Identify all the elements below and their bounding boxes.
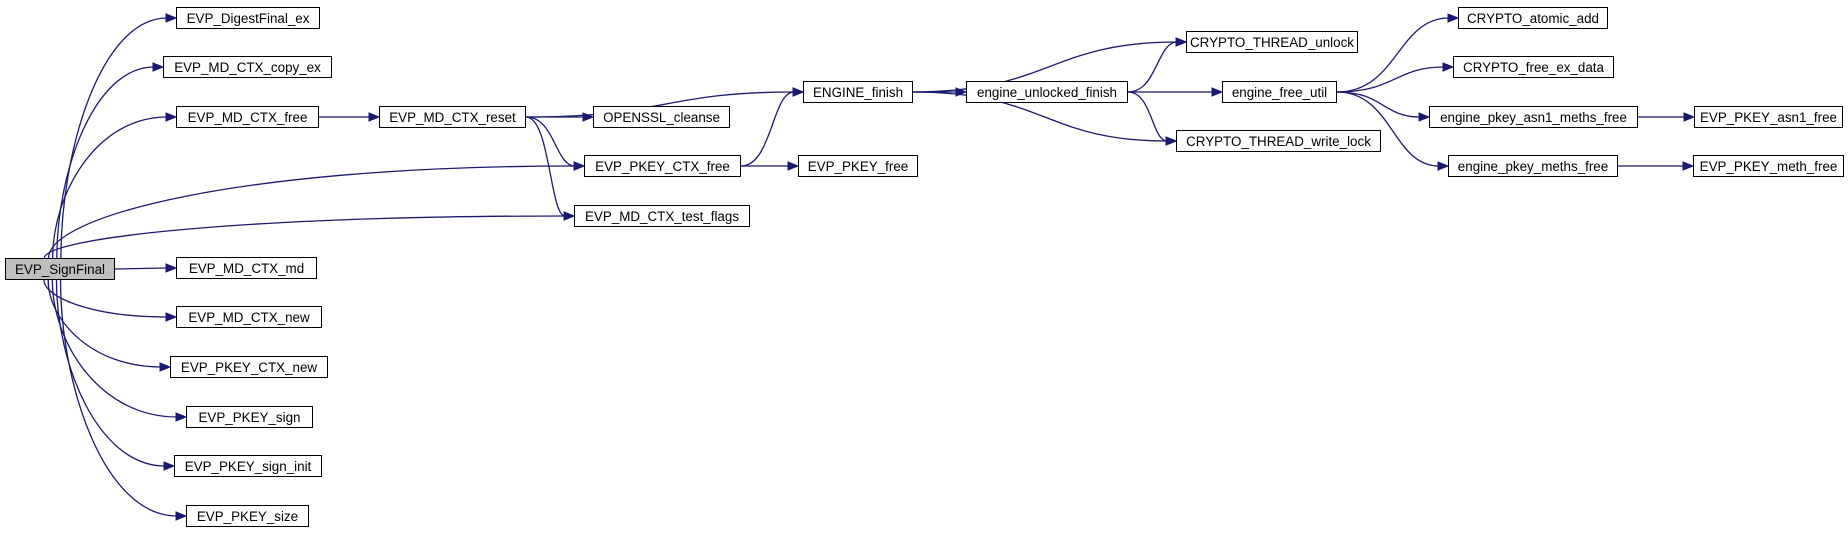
edge-sign-final-to-digest-final-ex xyxy=(60,17,168,259)
node-md-ctx-new[interactable]: EVP_MD_CTX_new xyxy=(176,306,322,328)
edge-sign-final-to-md-ctx-md xyxy=(114,267,168,270)
edge-md-ctx-reset-to-engine-finish xyxy=(525,91,795,118)
arrowhead-icon xyxy=(1442,62,1455,72)
edge-md-ctx-reset-to-md-ctx-test-flags xyxy=(525,116,566,217)
edge-engine-unlocked-finish-to-crypto-thread-write-lock xyxy=(1127,91,1168,142)
arrowhead-icon xyxy=(1175,37,1188,47)
node-pkey-asn1-free[interactable]: EVP_PKEY_asn1_free xyxy=(1694,106,1843,128)
edge-sign-final-to-md-ctx-free xyxy=(52,116,168,259)
arrowhead-icon xyxy=(165,263,178,273)
edge-engine-free-util-to-engine-pkey-meths-free xyxy=(1336,91,1440,167)
node-crypto-thread-unlock[interactable]: CRYPTO_THREAD_unlock xyxy=(1186,31,1358,53)
edge-sign-final-to-pkey-ctx-free xyxy=(47,165,576,259)
arrowhead-icon xyxy=(1165,136,1178,146)
node-engine-pkey-asn1-meths-free[interactable]: engine_pkey_asn1_meths_free xyxy=(1429,106,1638,128)
arrowhead-icon xyxy=(165,312,178,322)
node-pkey-ctx-free[interactable]: EVP_PKEY_CTX_free xyxy=(584,155,741,177)
arrowhead-icon xyxy=(792,87,805,97)
edge-sign-final-to-md-ctx-test-flags xyxy=(43,215,566,259)
node-pkey-meth-free[interactable]: EVP_PKEY_meth_free xyxy=(1693,155,1844,177)
node-openssl-cleanse[interactable]: OPENSSL_cleanse xyxy=(593,106,730,128)
edge-sign-final-to-pkey-size xyxy=(59,279,178,517)
arrowhead-icon xyxy=(573,161,586,171)
arrowhead-icon xyxy=(1437,161,1450,171)
edge-pkey-ctx-free-to-engine-finish xyxy=(740,91,795,167)
edge-md-ctx-reset-to-pkey-ctx-free xyxy=(525,116,576,167)
edge-sign-final-to-pkey-sign-init xyxy=(55,279,166,467)
arrowhead-icon xyxy=(1683,112,1696,122)
edge-sign-final-to-pkey-sign xyxy=(51,279,178,418)
node-md-ctx-copy-ex[interactable]: EVP_MD_CTX_copy_ex xyxy=(163,56,332,78)
node-engine-free-util[interactable]: engine_free_util xyxy=(1222,81,1337,103)
node-engine-unlocked-finish[interactable]: engine_unlocked_finish xyxy=(966,81,1128,103)
node-pkey-free[interactable]: EVP_PKEY_free xyxy=(798,155,918,177)
node-sign-final: EVP_SignFinal xyxy=(5,258,115,280)
arrowhead-icon xyxy=(165,112,178,122)
arrowhead-icon xyxy=(1447,13,1460,23)
arrowhead-icon xyxy=(163,461,176,471)
node-md-ctx-reset[interactable]: EVP_MD_CTX_reset xyxy=(379,106,526,128)
node-crypto-thread-write-lock[interactable]: CRYPTO_THREAD_write_lock xyxy=(1176,130,1381,152)
edge-engine-free-util-to-engine-pkey-asn1-meths-free xyxy=(1336,91,1421,118)
edge-engine-free-util-to-crypto-atomic-add xyxy=(1336,17,1450,93)
edge-engine-finish-to-crypto-thread-write-lock xyxy=(912,91,1168,142)
edge-sign-final-to-pkey-ctx-new xyxy=(47,279,162,368)
arrowhead-icon xyxy=(165,13,178,23)
arrowhead-icon xyxy=(152,62,165,72)
node-crypto-atomic-add[interactable]: CRYPTO_atomic_add xyxy=(1458,7,1608,29)
arrowhead-icon xyxy=(159,362,172,372)
arrowhead-icon xyxy=(1418,112,1431,122)
edge-engine-unlocked-finish-to-crypto-thread-unlock xyxy=(1127,41,1178,93)
node-pkey-sign[interactable]: EVP_PKEY_sign xyxy=(186,406,313,428)
edge-sign-final-to-md-ctx-new xyxy=(43,279,168,318)
node-md-ctx-test-flags[interactable]: EVP_MD_CTX_test_flags xyxy=(574,205,750,227)
node-engine-pkey-meths-free[interactable]: engine_pkey_meths_free xyxy=(1448,155,1618,177)
node-pkey-ctx-new[interactable]: EVP_PKEY_CTX_new xyxy=(170,356,328,378)
node-crypto-free-ex-data[interactable]: CRYPTO_free_ex_data xyxy=(1453,56,1614,78)
arrowhead-icon xyxy=(175,412,188,422)
arrowhead-icon xyxy=(1211,87,1224,97)
node-digest-final-ex[interactable]: EVP_DigestFinal_ex xyxy=(176,7,320,29)
arrowhead-icon xyxy=(582,112,595,122)
edge-engine-free-util-to-crypto-free-ex-data xyxy=(1336,66,1445,93)
node-md-ctx-md[interactable]: EVP_MD_CTX_md xyxy=(176,257,317,279)
node-pkey-sign-init[interactable]: EVP_PKEY_sign_init xyxy=(174,455,322,477)
edge-sign-final-to-md-ctx-copy-ex xyxy=(56,66,155,259)
arrowhead-icon xyxy=(563,211,576,221)
arrowhead-icon xyxy=(787,161,800,171)
arrowhead-icon xyxy=(175,511,188,521)
node-md-ctx-free[interactable]: EVP_MD_CTX_free xyxy=(176,106,319,128)
node-engine-finish[interactable]: ENGINE_finish xyxy=(803,81,913,103)
arrowhead-icon xyxy=(368,112,381,122)
node-pkey-size[interactable]: EVP_PKEY_size xyxy=(186,505,309,527)
arrowhead-icon xyxy=(1682,161,1695,171)
